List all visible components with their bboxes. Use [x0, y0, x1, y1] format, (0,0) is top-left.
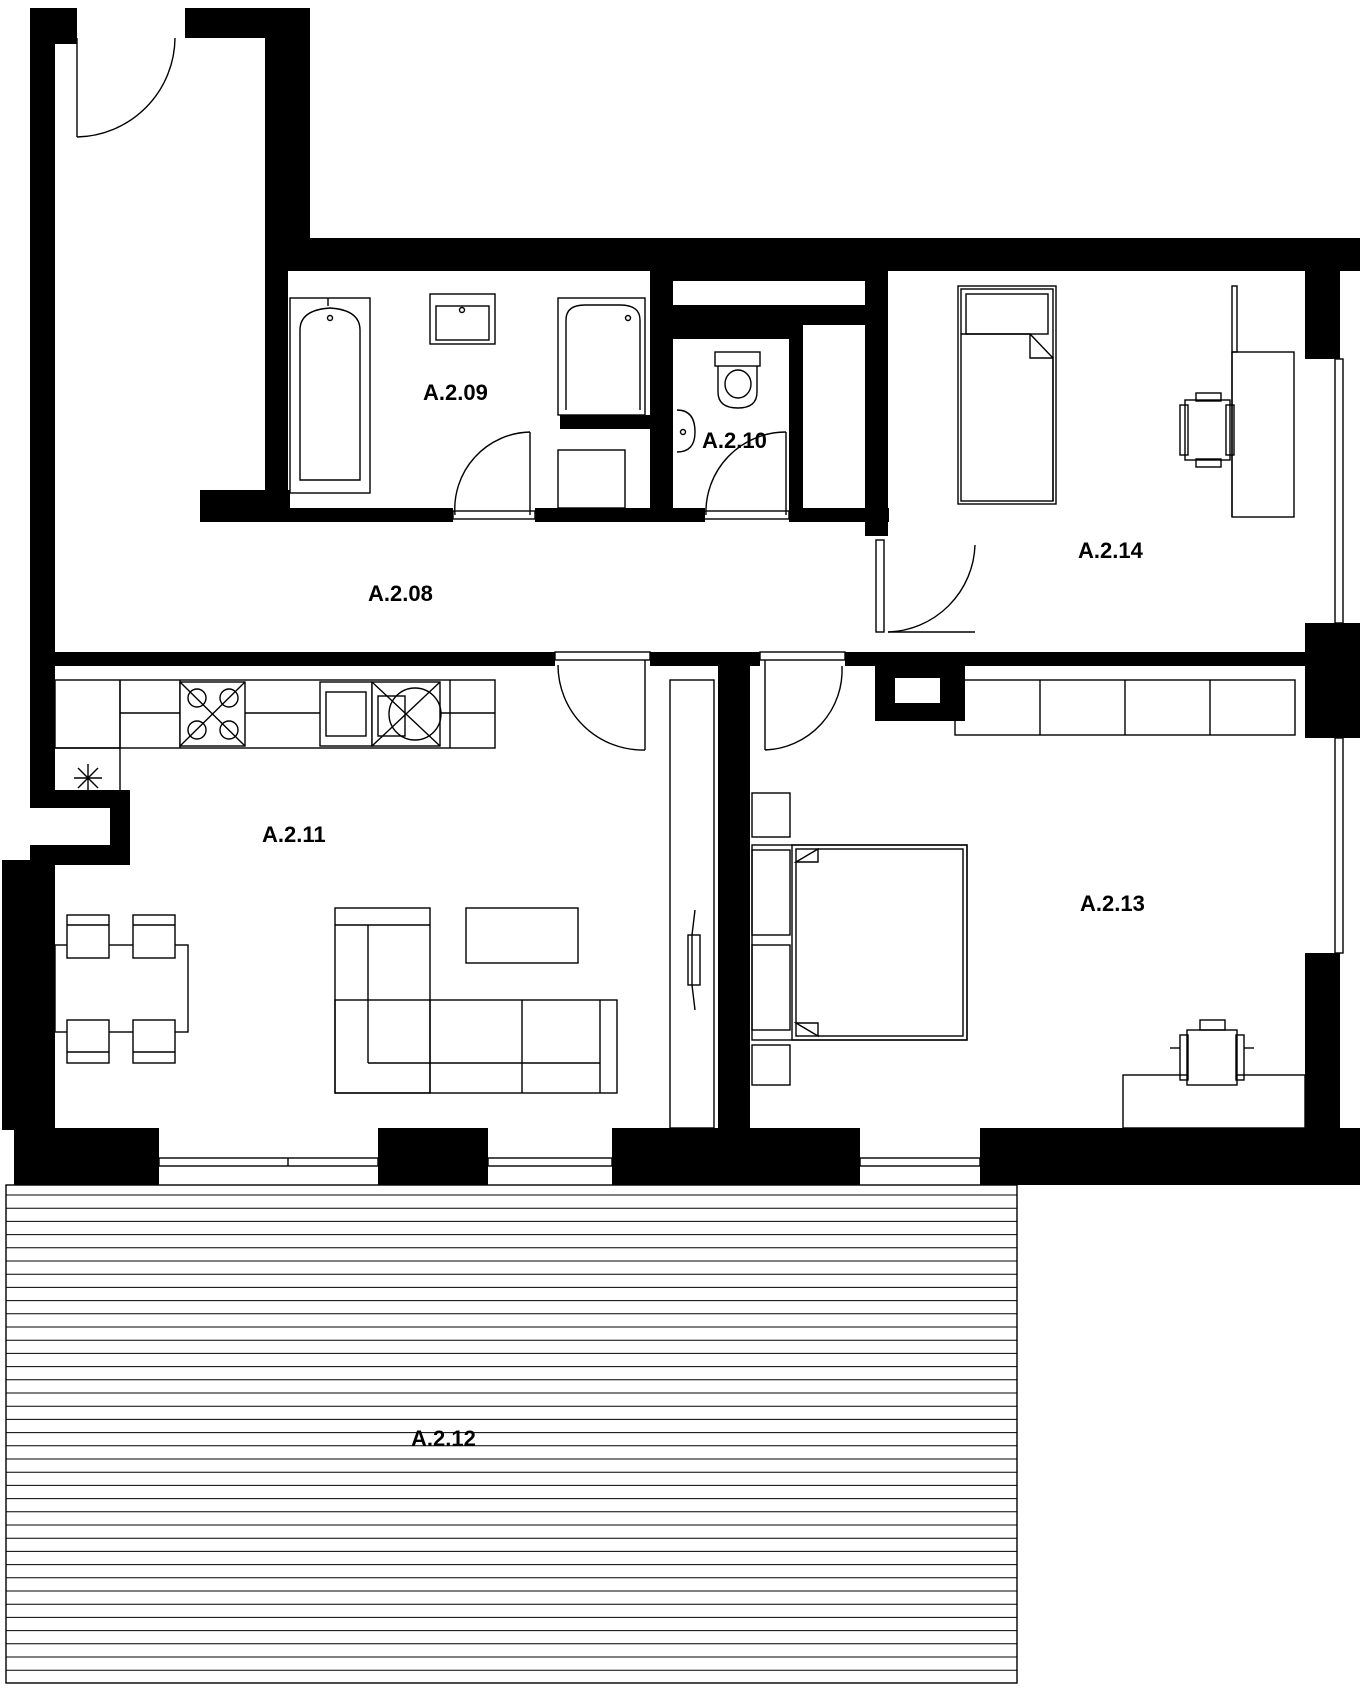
kitchen-sink-icon: [371, 681, 442, 747]
bed-icon: [957, 285, 1057, 505]
walls: [2, 8, 1360, 1185]
toilet-icon: [714, 351, 761, 409]
door-icon: [76, 37, 976, 751]
washing-machine-icon: [557, 449, 626, 509]
sink-icon: [676, 409, 696, 453]
terrace-deck: [5, 1184, 1018, 1684]
stove-icon: [179, 681, 246, 747]
nightstand-icon: [751, 792, 791, 1086]
sofa-icon: [334, 907, 618, 1094]
chair-icon: [1170, 1019, 1254, 1086]
bathtub-icon: [289, 297, 371, 494]
room-label-a210: A.2.10: [702, 428, 767, 453]
room-label-a209: A.2.09: [423, 380, 488, 405]
room-label-a212: A.2.12: [411, 1426, 476, 1451]
sink-icon: [429, 293, 496, 345]
table-icon: [54, 944, 189, 1033]
oven-icon: [319, 681, 373, 747]
room-label-a208: A.2.08: [368, 581, 433, 606]
wardrobe-icon: [954, 679, 1296, 736]
asterisk-icon: [74, 764, 102, 792]
room-label-a213: A.2.13: [1080, 891, 1145, 916]
room-label-a214: A.2.14: [1078, 538, 1144, 563]
room-labels: A.2.08 A.2.09 A.2.10 A.2.11 A.2.12 A.2.1…: [262, 380, 1145, 1451]
double-bed-icon: [751, 844, 968, 1041]
desk-icon: [1231, 285, 1295, 518]
chair-icon: [1179, 392, 1235, 468]
coffee-table-icon: [465, 907, 579, 964]
shower-icon: [557, 297, 646, 416]
wardrobe-icon: [669, 679, 715, 1129]
chair-icon: [66, 914, 176, 1064]
room-label-a211: A.2.11: [262, 822, 326, 847]
window-icon: [158, 358, 1344, 1167]
